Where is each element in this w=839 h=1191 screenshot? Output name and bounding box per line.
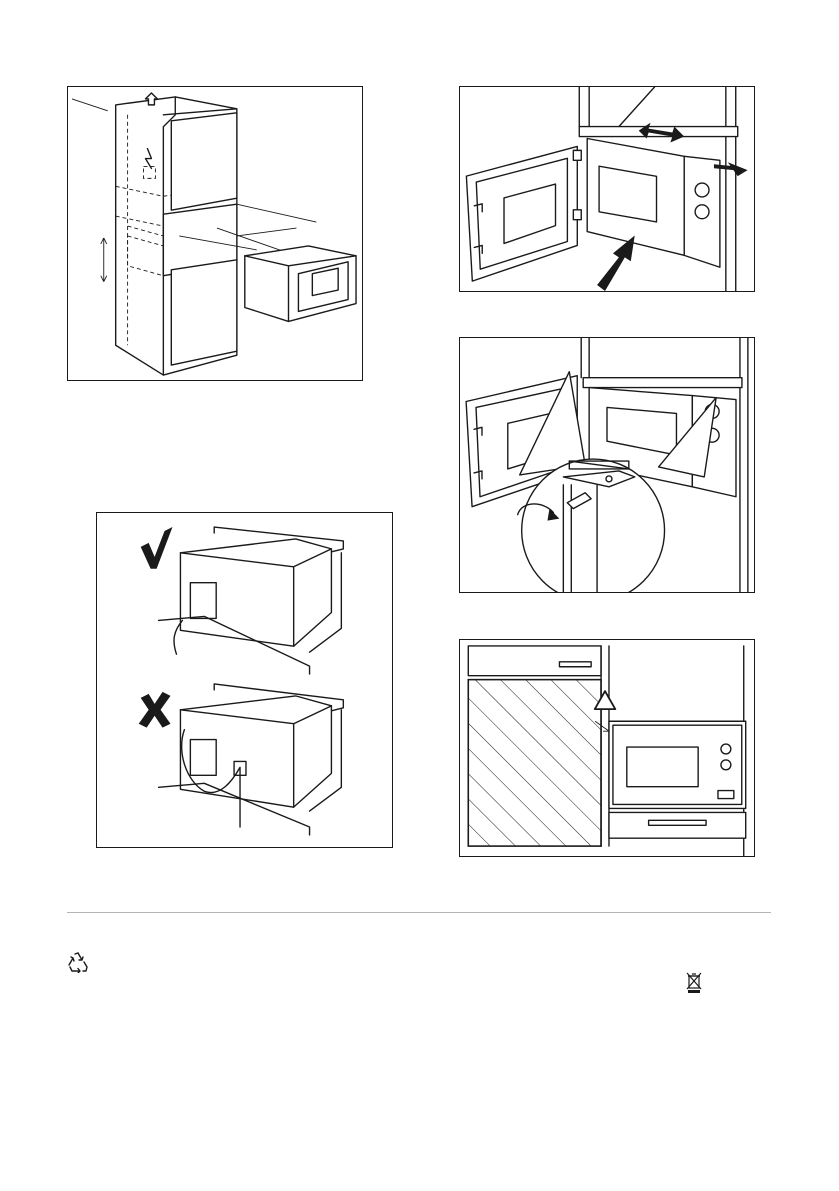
fig-screw-fixing: [459, 337, 755, 593]
oven-body: [587, 138, 684, 255]
double-arrow-icon: [639, 123, 685, 143]
cross-mark-icon: [139, 692, 171, 728]
dimension-lines-left: [72, 99, 108, 282]
control-panel: [684, 156, 720, 267]
recycle-icon: [66, 951, 90, 973]
fig-side-clearance: [459, 639, 755, 857]
screw-fixing-drawing: [460, 338, 754, 592]
weee-crossed-bin-icon: [686, 972, 702, 994]
upper-unit-left: [468, 646, 601, 676]
fig-door-open-insert: [459, 86, 755, 292]
hinge-bottom: [573, 210, 581, 220]
side-clearance-drawing: [460, 640, 754, 856]
cabinet-installation-drawing: [68, 87, 362, 380]
fig-cabinet-installation: [67, 86, 363, 381]
door-open-drawing: [460, 87, 754, 291]
check-mark-icon: [141, 527, 173, 569]
open-door: [466, 146, 577, 281]
hinge-top: [573, 150, 581, 160]
cable-routing-drawing: [97, 513, 392, 847]
upper-cabinet-door: [171, 113, 237, 210]
section-divider: [67, 912, 771, 913]
top-trim: [583, 378, 742, 388]
fig-cable-routing: [96, 512, 393, 848]
built-in-oven: [609, 721, 746, 808]
lower-cabinet-door: [171, 260, 237, 365]
hatched-tall-unit: [468, 680, 601, 846]
push-in-arrow-icon: [597, 236, 635, 291]
shelf-line: [619, 87, 655, 127]
